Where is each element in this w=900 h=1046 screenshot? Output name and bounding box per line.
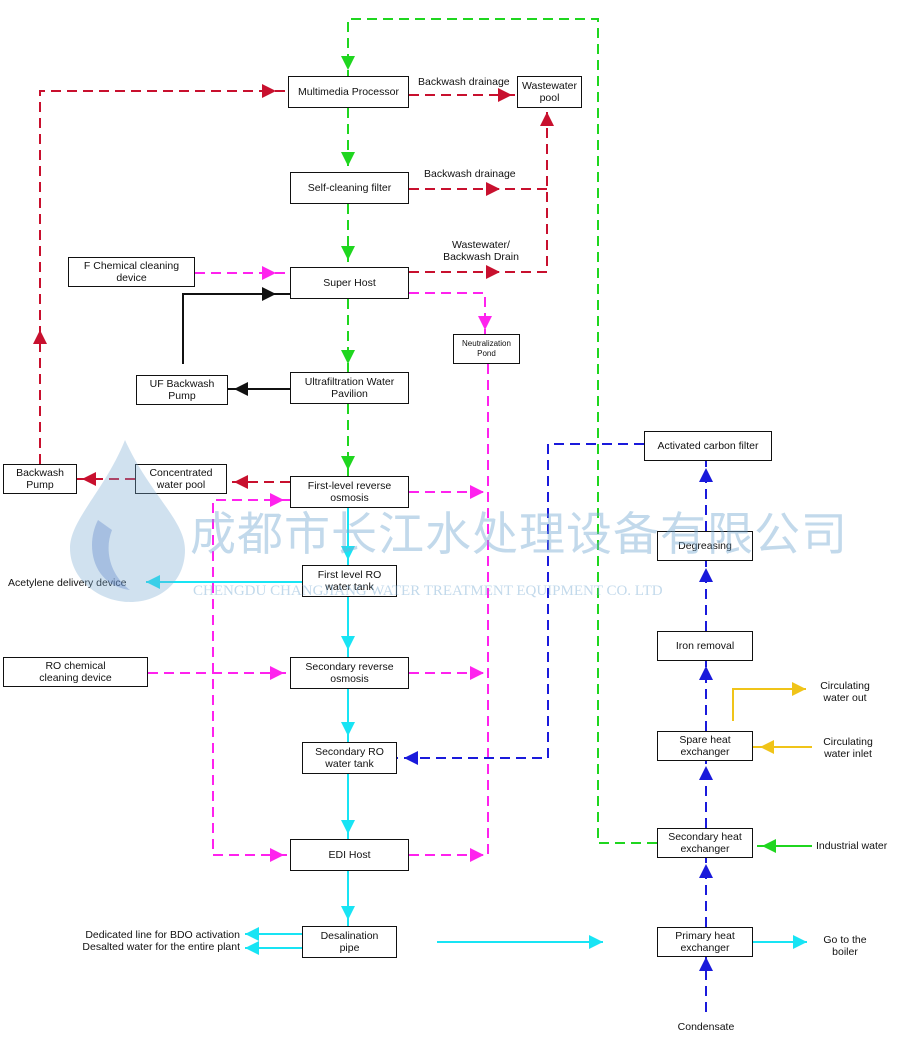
cyan-arrow (245, 941, 259, 955)
blue-arrow (699, 957, 713, 971)
magenta-arrow (470, 485, 484, 499)
black-line (182, 293, 290, 364)
spare-heat-exchanger-node: Spare heat exchanger (657, 731, 753, 761)
edi-host-node: EDI Host (290, 839, 409, 871)
blue-arrow (699, 568, 713, 582)
cyan-arrow (793, 935, 807, 949)
red-line (409, 108, 548, 273)
red-line (39, 90, 288, 464)
red-arrow (540, 112, 554, 126)
blue-arrow (699, 766, 713, 780)
activated-carbon-filter-node: Activated carbon filter (644, 431, 772, 461)
blue-line (397, 443, 644, 759)
magenta-arrow (470, 666, 484, 680)
blue-arrow (404, 751, 418, 765)
f-chemical-cleaning-node: F Chemical cleaning device (68, 257, 195, 287)
acetylene-delivery-label: Acetylene delivery device (8, 577, 127, 589)
red-arrow (262, 84, 276, 98)
ro-chemical-cleaning-node: RO chemical cleaning device (3, 657, 148, 687)
desalination-pipe-node: Desalination pipe (302, 926, 397, 958)
black-arrow (234, 382, 248, 396)
cyan-arrow (341, 906, 355, 920)
primary-heat-exchanger-node: Primary heat exchanger (657, 927, 753, 957)
wastewater-backwash-drain-label: Wastewater/ Backwash Drain (443, 239, 519, 263)
magenta-arrow (470, 848, 484, 862)
neutralization-pond-node: Neutralization Pond (453, 334, 520, 364)
secondary-ro-node: Secondary reverse osmosis (290, 657, 409, 689)
go-to-boiler-label: Go to the boiler (823, 934, 867, 958)
ultrafiltration-pavilion-node: Ultrafiltration Water Pavilion (290, 372, 409, 404)
cyan-arrow (341, 722, 355, 736)
blue-arrow (699, 468, 713, 482)
magenta-arrow (478, 316, 492, 330)
red-arrow (498, 88, 512, 102)
secondary-heat-exchanger-node: Secondary heat exchanger (657, 828, 753, 858)
industrial-water-label: Industrial water (816, 840, 888, 852)
uf-backwash-pump-node: UF Backwash Pump (136, 375, 228, 405)
multimedia-processor-node: Multimedia Processor (288, 76, 409, 108)
concentrated-water-pool-node: Concentrated water pool (135, 464, 227, 494)
self-cleaning-filter-node: Self-cleaning filter (290, 172, 409, 204)
blue-arrow (699, 864, 713, 878)
condensate-label: Condensate (677, 1021, 735, 1033)
wastewater-pool-node: Wastewater pool (517, 76, 582, 108)
super-host-node: Super Host (290, 267, 409, 299)
cyan-arrow (245, 927, 259, 941)
circulating-water-inlet-label: Circulating water inlet (823, 736, 873, 760)
degreasing-node: Degreasing (657, 531, 753, 561)
magenta-arrow (270, 848, 284, 862)
first-level-ro-tank-node: First level RO water tank (302, 565, 397, 597)
magenta-arrow (270, 493, 284, 507)
magenta-arrow (262, 266, 276, 280)
green-arrow (341, 152, 355, 166)
black-arrow (262, 287, 276, 301)
red-arrow (33, 330, 47, 344)
backwash-drainage-label-2: Backwash drainage (424, 168, 516, 180)
cyan-arrow (341, 820, 355, 834)
magenta-line (212, 499, 290, 856)
yellow-arrow (760, 740, 774, 754)
green-arrow (341, 56, 355, 70)
yellow-line (732, 688, 806, 721)
bdo-desalted-water-label: Dedicated line for BDO activation Desalt… (82, 929, 240, 953)
green-arrow (341, 350, 355, 364)
blue-arrow (699, 666, 713, 680)
red-arrow (82, 472, 96, 486)
secondary-ro-tank-node: Secondary RO water tank (302, 742, 397, 774)
cyan-arrow (341, 636, 355, 650)
yellow-arrow (792, 682, 806, 696)
iron-removal-node: Iron removal (657, 631, 753, 661)
green-arrow (762, 839, 776, 853)
red-arrow (486, 182, 500, 196)
green-arrow (341, 246, 355, 260)
cyan-arrow (146, 575, 160, 589)
green-line (347, 18, 657, 844)
green-arrow (341, 456, 355, 470)
magenta-arrow (270, 666, 284, 680)
red-arrow (234, 475, 248, 489)
backwash-pump-node: Backwash Pump (3, 464, 77, 494)
first-level-ro-node: First-level reverse osmosis (290, 476, 409, 508)
circulating-water-out-label: Circulating water out (820, 680, 870, 704)
cyan-arrow (341, 546, 355, 560)
red-arrow (486, 265, 500, 279)
backwash-drainage-label-1: Backwash drainage (418, 76, 510, 88)
cyan-arrow (589, 935, 603, 949)
